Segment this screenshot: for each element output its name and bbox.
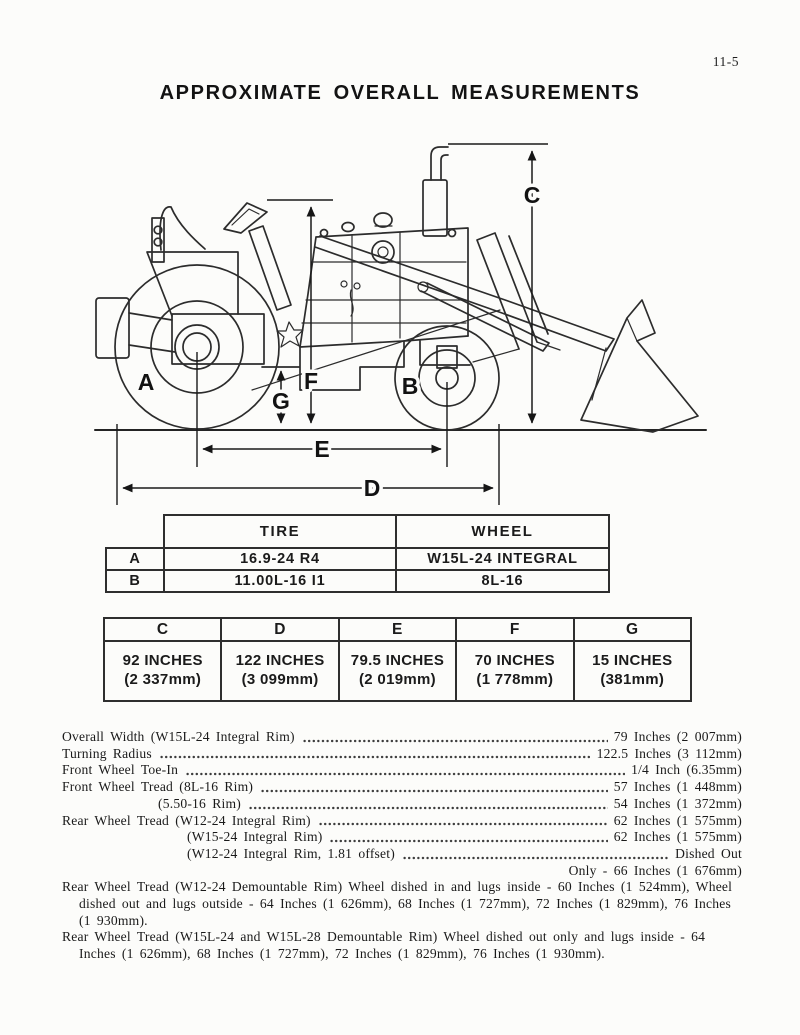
- spec-row: Rear Wheel Tread (W12-24 Integral Rim) 6…: [62, 813, 742, 830]
- fender: [146, 251, 239, 317]
- dotted-leader: [302, 738, 608, 743]
- dimension-labels: A B C D E F G: [134, 179, 544, 505]
- label-g: G: [272, 388, 290, 414]
- rear-hitch: [95, 297, 176, 359]
- spec-value: 54 Inches (1 372mm): [613, 795, 742, 811]
- dim-cell: 92 INCHES (2 337mm): [102, 640, 223, 702]
- dotted-leader: [186, 772, 626, 777]
- loader-bucket: [580, 299, 699, 433]
- page-title: APPROXIMATE OVERALL MEASUREMENTS: [159, 82, 641, 104]
- page-number: 11-5: [712, 54, 739, 69]
- dim-mm: (1 778mm): [476, 671, 554, 688]
- dim-mm: (3 099mm): [241, 671, 319, 688]
- table-header-row: C D E F G: [102, 617, 693, 642]
- spec-list: Overall Width (W15L-24 Integral Rim) 79 …: [62, 729, 742, 963]
- row-key: B: [105, 569, 165, 593]
- spec-row: Front Wheel Toe-In 1/4 Inch (6.35mm): [62, 762, 742, 779]
- tractor-dimension-diagram: A B C D E F G: [94, 143, 707, 505]
- spec-label: Overall Width (W15L-24 Integral Rim): [62, 729, 295, 744]
- tire-cell: 11.00L-16 I1: [163, 569, 397, 593]
- col-header: F: [455, 617, 575, 642]
- dimensions-table: C D E F G 92 INCHES (2 337mm) 122 INCHES…: [102, 617, 693, 702]
- spec-value: Dished Out: [675, 845, 742, 861]
- dimension-lines: [116, 143, 548, 505]
- spec-value: 62 Inches (1 575mm): [613, 812, 742, 828]
- spec-label: (W12-24 Integral Rim, 1.81 offset): [187, 845, 395, 861]
- spec-row: (W15-24 Integral Rim) 62 Inches (1 575mm…: [62, 829, 742, 846]
- label-e: E: [314, 436, 329, 462]
- table-row: 92 INCHES (2 337mm) 122 INCHES (3 099mm)…: [102, 640, 693, 702]
- spec-value: 122.5 Inches (3 112mm): [596, 745, 742, 761]
- spec-value: 57 Inches (1 448mm): [613, 779, 742, 795]
- dim-cell: 122 INCHES (3 099mm): [220, 640, 340, 702]
- spec-row: Front Wheel Tread (8L-16 Rim) 57 Inches …: [62, 779, 742, 796]
- dim-mm: (2 337mm): [124, 671, 202, 688]
- spec-row: Overall Width (W15L-24 Integral Rim) 79 …: [62, 729, 742, 746]
- tractor-outline: [95, 146, 699, 433]
- spec-label: Rear Wheel Tread (W12-24 Integral Rim): [62, 812, 311, 828]
- spec-label: Front Wheel Toe-In: [62, 762, 179, 778]
- spec-row: (5.50-16 Rim) 54 Inches (1 372mm): [62, 796, 742, 813]
- dim-cell: 70 INCHES (1 778mm): [455, 640, 575, 702]
- wheel-cell: 8L-16: [395, 569, 610, 593]
- dim-cell: 79.5 INCHES (2 019mm): [337, 640, 458, 702]
- loader-boom: [314, 232, 615, 363]
- spec-label: (W15-24 Integral Rim): [187, 829, 323, 845]
- seat: [151, 206, 206, 263]
- spec-label: (5.50-16 Rim): [158, 795, 241, 811]
- dim-inches: 92 INCHES: [122, 652, 203, 669]
- exhaust-stack: [422, 146, 449, 237]
- col-header-wheel: WHEEL: [395, 514, 610, 549]
- dotted-leader: [261, 788, 608, 793]
- dotted-leader: [402, 855, 670, 860]
- dim-mm: (2 019mm): [359, 671, 436, 688]
- col-header: D: [220, 617, 340, 642]
- label-a: A: [138, 369, 155, 395]
- dotted-leader: [318, 822, 608, 827]
- dim-inches: 122 INCHES: [235, 652, 325, 669]
- spec-value: 62 Inches (1 575mm): [613, 829, 742, 845]
- spec-value: 1/4 Inch (6.35mm): [631, 762, 742, 778]
- col-header-tire: TIRE: [163, 514, 397, 549]
- spec-paragraph: Rear Wheel Tread (W15L-24 and W15L-28 De…: [62, 929, 706, 962]
- label-c: C: [524, 182, 541, 208]
- wheel-cell: W15L-24 INTEGRAL: [395, 547, 610, 571]
- table-header-row: TIRE WHEEL: [106, 514, 610, 549]
- col-header: E: [337, 617, 458, 642]
- spec-label: Front Wheel Tread (8L-16 Rim): [62, 779, 254, 795]
- table-row: B 11.00L-16 I1 8L-16: [105, 569, 610, 593]
- spec-row: (W12-24 Integral Rim, 1.81 offset) Dishe…: [62, 846, 742, 863]
- spec-row: Turning Radius 122.5 Inches (3 112mm): [62, 746, 742, 763]
- row-key: A: [105, 547, 165, 571]
- spec-label: Turning Radius: [62, 745, 152, 761]
- col-header: C: [102, 617, 223, 642]
- label-b: B: [402, 373, 419, 399]
- spec-continuation: Only - 66 Inches (1 676mm): [568, 862, 742, 878]
- label-d: D: [364, 475, 381, 501]
- dim-mm: (381mm): [600, 671, 665, 688]
- dim-inches: 15 INCHES: [592, 652, 673, 669]
- dim-cell: 15 INCHES (381mm): [572, 640, 693, 702]
- tire-cell: 16.9-24 R4: [163, 547, 397, 571]
- steering-wheel: [223, 202, 292, 311]
- blank-cell: [106, 515, 164, 548]
- spec-value: 79 Inches (2 007mm): [613, 729, 742, 744]
- chassis: [251, 309, 501, 391]
- dotted-leader: [330, 838, 608, 843]
- dotted-leader: [159, 755, 591, 760]
- dim-inches: 70 INCHES: [474, 652, 555, 669]
- col-header: G: [572, 617, 693, 642]
- spec-paragraph: Rear Wheel Tread (W12-24 Demountable Rim…: [62, 879, 733, 928]
- tire-wheel-table: TIRE WHEEL A 16.9-24 R4 W15L-24 INTEGRAL…: [105, 514, 610, 593]
- dim-inches: 79.5 INCHES: [350, 652, 445, 669]
- table-row: A 16.9-24 R4 W15L-24 INTEGRAL: [105, 547, 610, 571]
- dotted-leader: [248, 805, 608, 810]
- label-f: F: [304, 368, 318, 394]
